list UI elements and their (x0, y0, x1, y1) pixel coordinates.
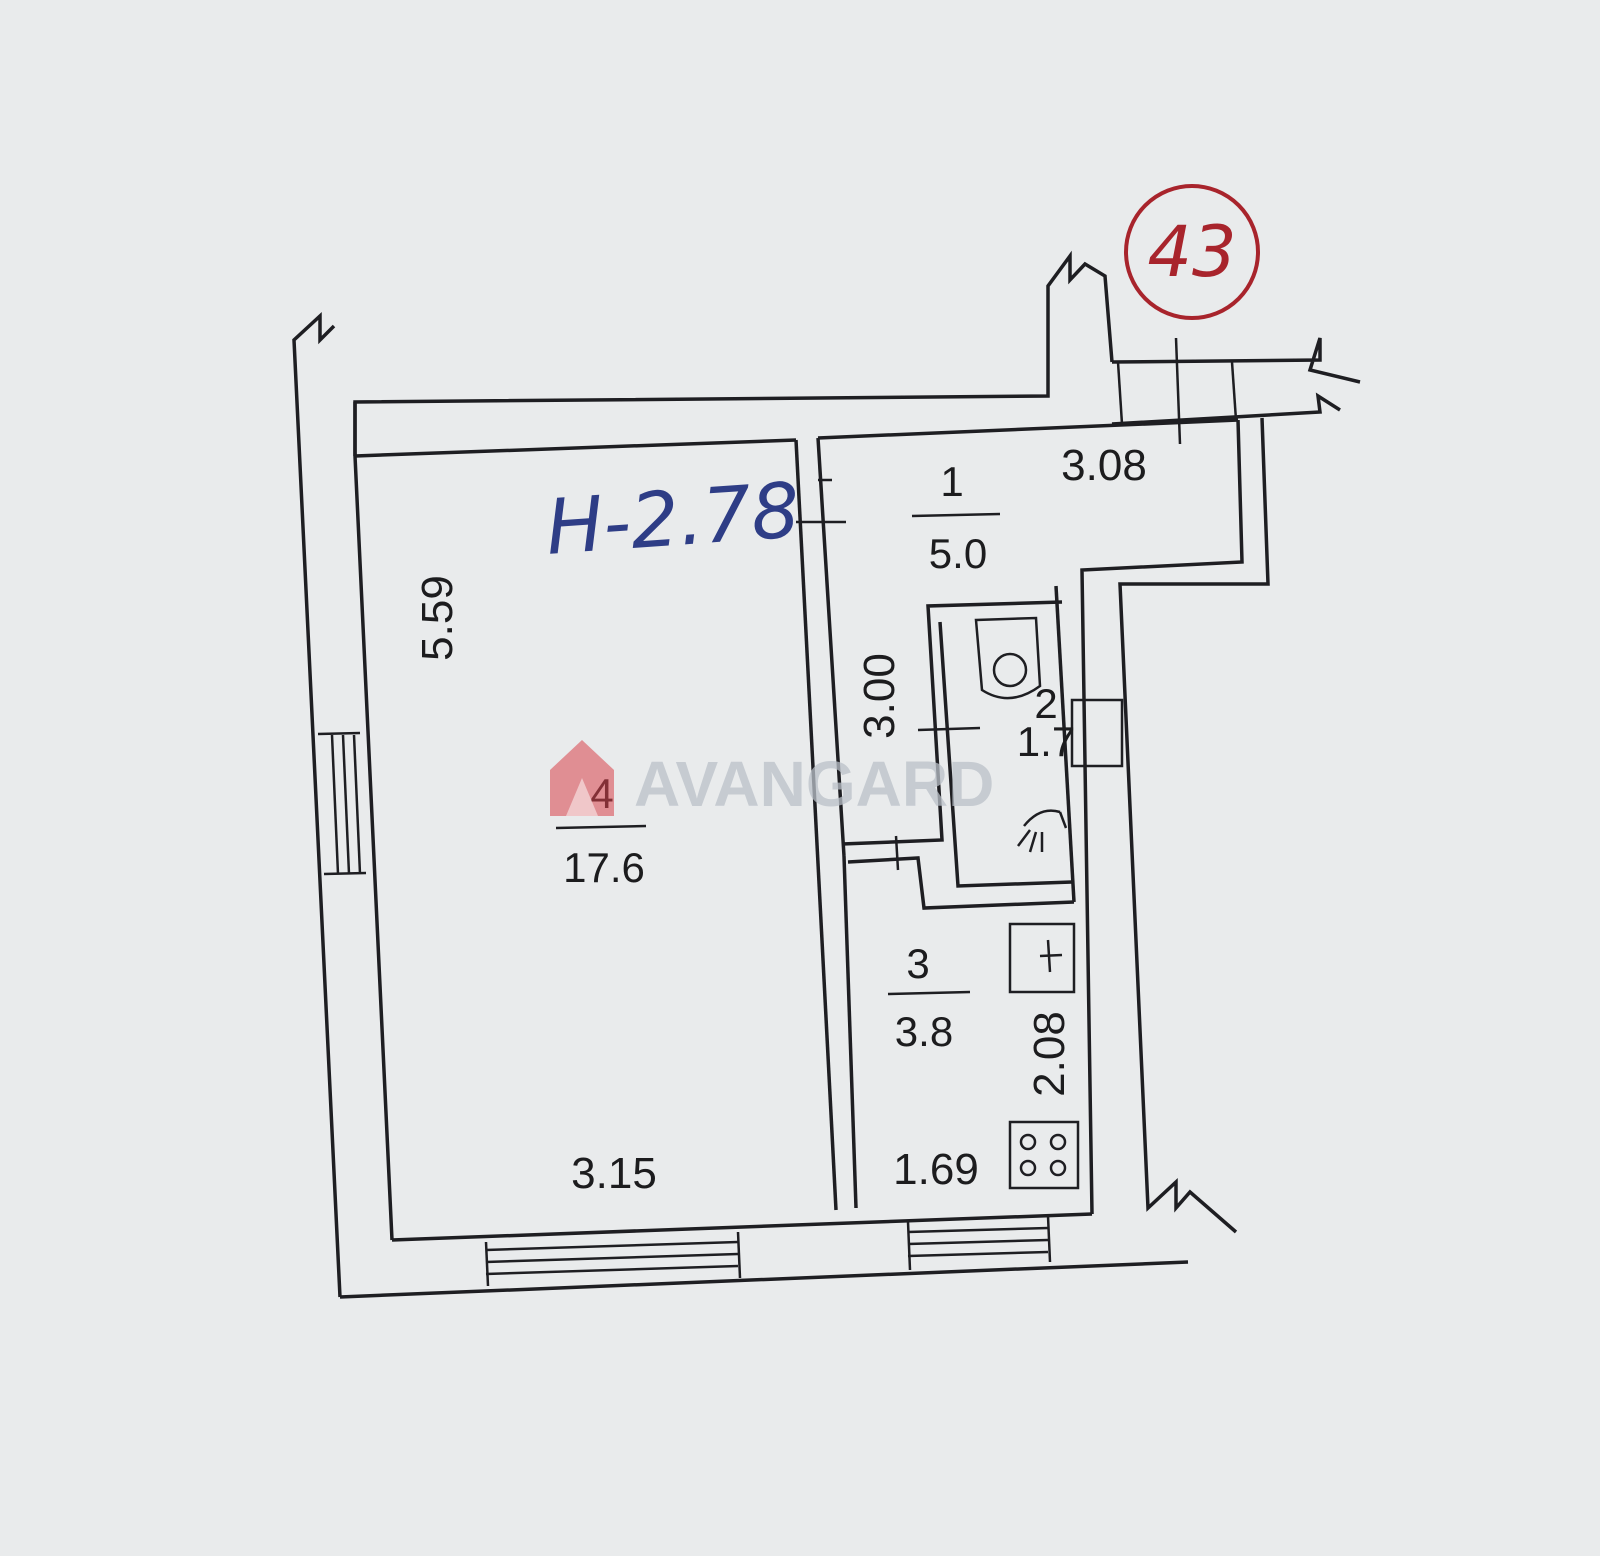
room-2-area: 1.7 (1017, 718, 1075, 765)
dimension-top-right: 3.08 (1061, 441, 1147, 490)
room-1-number: 1 (940, 458, 963, 505)
dimension-living-width: 3.15 (571, 1149, 657, 1198)
exterior-walls (292, 250, 1361, 1299)
room-1-area: 5.0 (929, 530, 987, 577)
room-2-label: 2 1.7 (1017, 680, 1075, 765)
room-1-label: 1 5.0 (911, 458, 1001, 577)
apartment-number-badge: 43 (1124, 184, 1260, 320)
room-3-number: 3 (906, 940, 929, 987)
stove-icon (1008, 1120, 1080, 1190)
shower-icon (1017, 809, 1068, 853)
window-bottom-left (484, 1231, 742, 1287)
interior-partitions (794, 418, 1239, 1211)
dimension-corridor-height: 3.00 (855, 653, 904, 739)
toilet-icon (974, 616, 1042, 700)
sink-icon (1070, 698, 1124, 768)
room-2-number: 2 (1034, 680, 1057, 727)
watermark-text: AVANGARD (634, 748, 994, 820)
room-3-area: 3.8 (895, 1008, 953, 1055)
room-4-area: 17.6 (563, 844, 645, 891)
dimension-kitchen-height: 2.08 (1025, 1011, 1074, 1097)
room-3-label: 3 3.8 (887, 940, 971, 1055)
avangard-watermark: AVANGARD (550, 740, 994, 820)
window-bottom-right (906, 1215, 1052, 1271)
dimension-kitchen-width: 1.69 (893, 1145, 979, 1194)
kitchen-sink-icon (1008, 922, 1076, 994)
apartment-number: 43 (1147, 211, 1236, 293)
dimension-left-height: 5.59 (413, 575, 462, 661)
window-left (317, 731, 367, 876)
ceiling-height-note: H-2.78 (543, 465, 802, 571)
